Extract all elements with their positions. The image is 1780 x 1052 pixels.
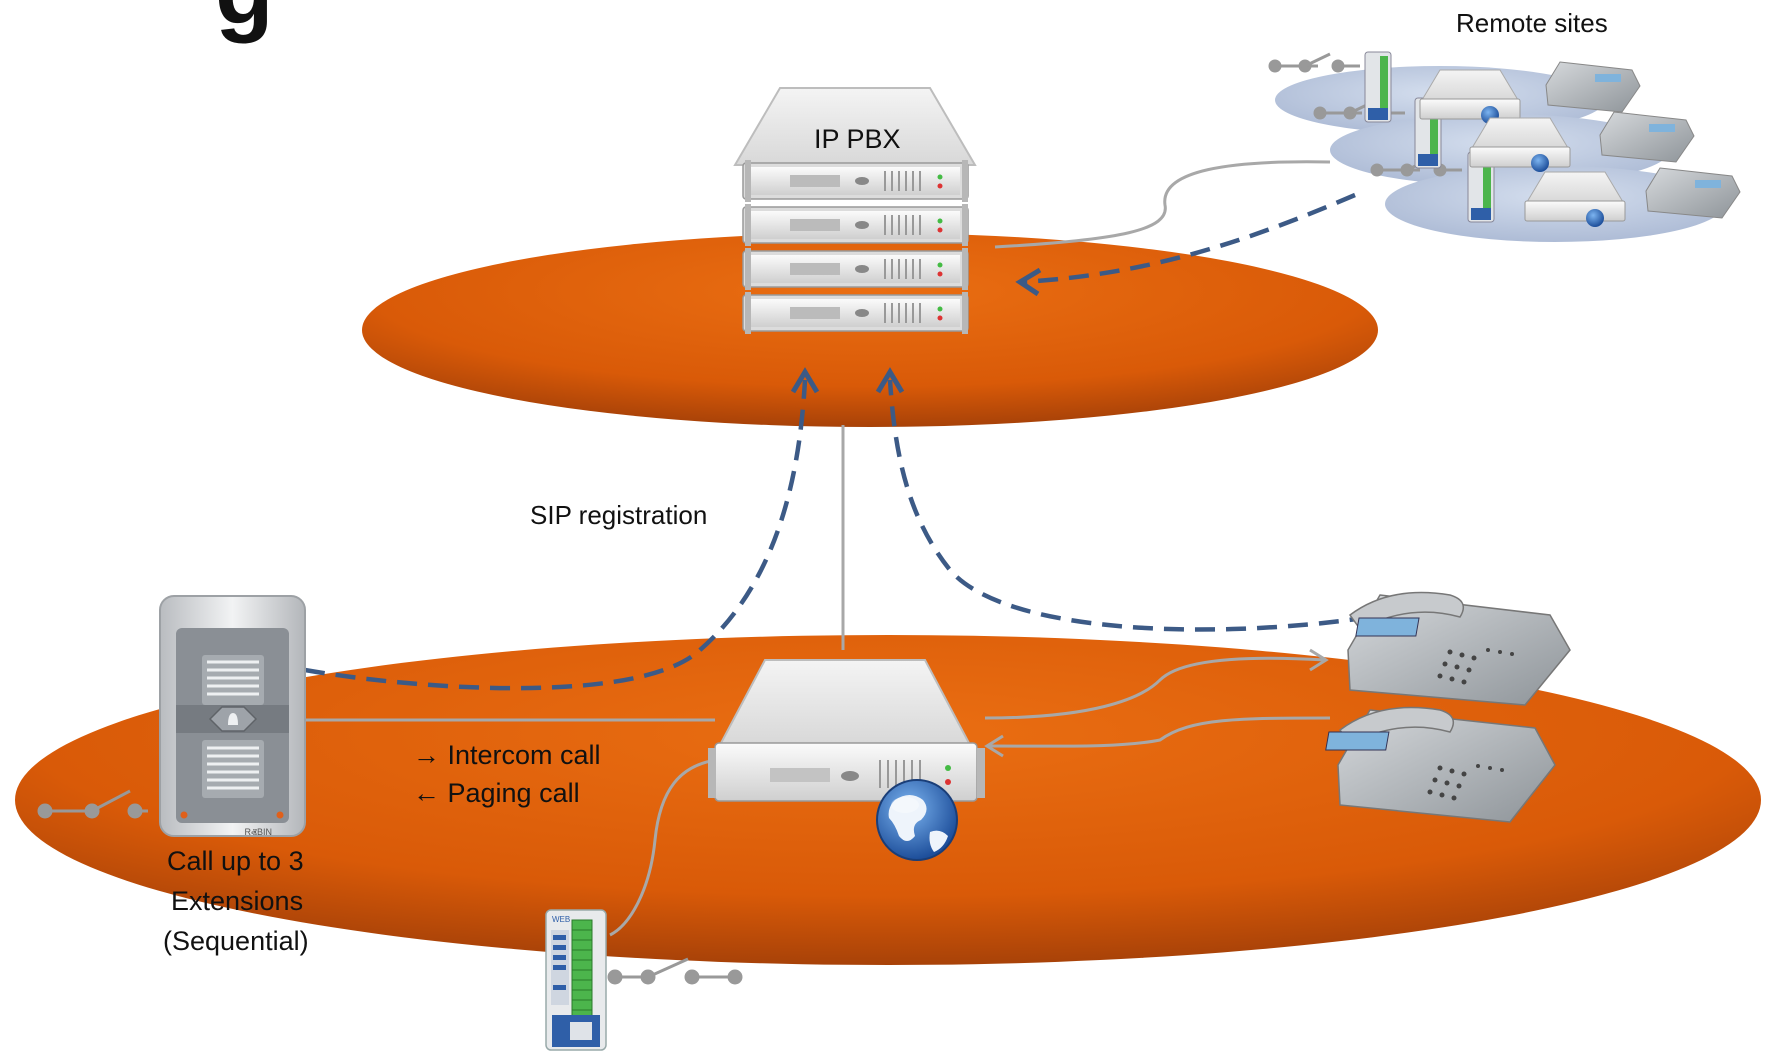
switch-remote-3 — [1370, 156, 1462, 177]
wire-server-relay — [609, 758, 718, 937]
pbx-top-hood — [733, 87, 977, 166]
pbx-unit-4 — [742, 292, 969, 334]
remote-relay-1 — [1364, 51, 1392, 123]
switch-intercom — [37, 789, 148, 819]
remote-phone-1 — [1545, 61, 1641, 113]
globe-icon — [876, 779, 958, 861]
intercom-brand-text: RⰟBIN — [245, 827, 272, 837]
local-server-hood — [718, 659, 972, 746]
remote-devices — [1364, 51, 1741, 227]
dashed-remote-to-pbx — [1019, 192, 1356, 285]
switch-remote-1 — [1268, 52, 1360, 73]
wire-server-phone1 — [984, 656, 1326, 720]
remote-phone-2 — [1599, 111, 1695, 163]
pbx-unit-3 — [742, 248, 969, 290]
remote-sites-label: Remote sites — [1456, 8, 1608, 38]
switch-icon — [37, 52, 1462, 985]
arrowhead-phone-pbx — [875, 367, 905, 394]
intercom-call-label: → Intercom call — [413, 740, 601, 770]
relay-brand-text: WEB — [552, 915, 570, 924]
pbx-unit-1 — [742, 160, 969, 202]
remote-server-3 — [1524, 171, 1626, 227]
call-up-label-line3: (Sequential) — [163, 926, 309, 956]
call-up-label-line1: Call up to 3 — [167, 846, 304, 876]
remote-server-2 — [1469, 117, 1571, 172]
relay-module-icon: WEB — [545, 909, 607, 1051]
ip-pbx-label: IP PBX — [814, 124, 901, 154]
wires — [305, 160, 1331, 937]
remote-server-1 — [1419, 69, 1521, 124]
local-phone-1 — [1347, 591, 1571, 706]
phone-icon — [1325, 591, 1571, 823]
wire-phone2-server — [989, 716, 1331, 748]
slide-title-fragment: g — [215, 0, 274, 46]
intercom-icon: RⰟBIN — [159, 595, 306, 837]
dashed-intercom-to-pbx — [304, 379, 808, 691]
arrowhead-to-phone1 — [1309, 648, 1329, 672]
dashed-arrowheads — [790, 267, 1042, 394]
arrowhead-remote-pbx — [1015, 267, 1042, 297]
call-up-label-line2: Extensions — [171, 886, 304, 916]
arrowhead-intercom-pbx — [790, 367, 820, 394]
wire-pbx-remote — [994, 160, 1331, 249]
remote-phone-3 — [1645, 167, 1741, 219]
server-stack-icon — [733, 87, 977, 334]
local-phone-2 — [1325, 706, 1556, 823]
sip-dashed-lines — [304, 192, 1401, 691]
dashed-phone-to-pbx — [887, 379, 1401, 632]
arrowhead-to-server — [984, 734, 1004, 758]
pbx-unit-2 — [742, 204, 969, 246]
sip-registration-label: SIP registration — [530, 500, 708, 530]
paging-call-label: ← Paging call — [413, 778, 580, 808]
switch-relay — [607, 957, 743, 985]
